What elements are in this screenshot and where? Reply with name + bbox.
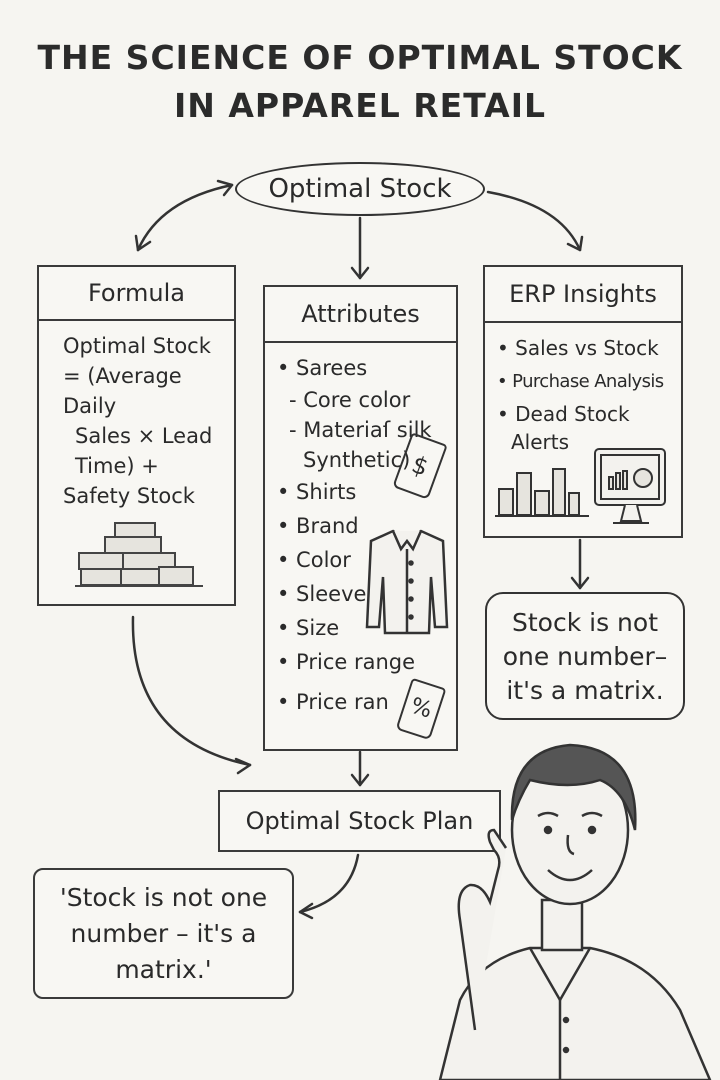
attribute-item: • Color [277, 548, 351, 572]
arrow-formula-to-plan [131, 615, 252, 767]
arrowhead [570, 576, 590, 590]
arrowhead [566, 235, 584, 252]
formula-line: = (Average Daily [63, 364, 182, 418]
attribute-item: • Brand [277, 514, 359, 538]
quote-box: 'Stock is not one number – it's a matrix… [33, 868, 294, 999]
speech-line: it's a matrix. [506, 676, 664, 705]
arrow-to-formula [136, 183, 234, 252]
arrowhead [350, 773, 370, 787]
arrow-plan-to-quote [298, 853, 360, 914]
attribute-item: • Sarees [277, 356, 368, 380]
erp-item: • Dead Stock [497, 402, 630, 426]
attribute-item: • Sleeves [277, 582, 378, 606]
erp-header: ERP Insights [485, 267, 681, 323]
attribute-subitem: Synthetic) [303, 448, 411, 472]
title-line-1: THE SCIENCE OF OPTIMAL STOCK [37, 38, 683, 77]
attribute-item: • Size [277, 616, 340, 640]
formula-box: Formula Optimal Stock = (Average Daily S… [37, 265, 236, 606]
attribute-item: • Price range [277, 650, 416, 674]
arrowhead [298, 902, 314, 920]
erp-item: Alerts [511, 430, 570, 454]
quote-line: 'Stock is not one [59, 883, 268, 912]
arrowhead [216, 179, 234, 197]
speech-line: Stock is not [512, 608, 658, 637]
formula-line: Optimal Stock [63, 334, 211, 358]
arrow-to-erp [486, 190, 582, 252]
pointing-hand [457, 828, 508, 1031]
formula-text: Optimal Stock = (Average Daily Sales × L… [39, 321, 234, 511]
erp-insights-box: ERP Insights • Sales vs Stock • Purchase… [483, 265, 683, 538]
attributes-list: • Sarees - Core color - Materiaſ silk Sy… [265, 343, 456, 719]
attribute-subitem: - Materiaſ silk [289, 418, 432, 442]
formula-line: Time) + [75, 454, 159, 478]
erp-item: • Sales vs Stock [497, 336, 659, 360]
attributes-box: Attributes • Sarees - Core color - Mater… [263, 285, 458, 751]
erp-list: • Sales vs Stock • Purchase Analysis • D… [485, 323, 681, 455]
person-pointing-illustration [438, 743, 712, 1080]
optimal-stock-plan-node: Optimal Stock Plan [218, 790, 501, 852]
arrowhead [234, 757, 252, 775]
bar-chart-monitor-icon [495, 448, 666, 524]
formula-header: Formula [39, 267, 234, 321]
optimal-stock-node: Optimal Stock [235, 162, 485, 216]
formula-line: Safety Stock [63, 484, 195, 508]
formula-line: Sales × Lead [75, 424, 213, 448]
attribute-subitem: - Core color [289, 388, 411, 412]
arrowhead [350, 266, 370, 280]
stacked-boxes-icon [75, 522, 203, 587]
title-line-2: IN APPAREL RETAIL [173, 86, 547, 125]
speech-line: one number– [502, 642, 668, 671]
hair [510, 743, 637, 831]
attribute-item: • Price ran [277, 690, 389, 714]
shirt-icon [365, 529, 449, 635]
quote-line: matrix.' [115, 955, 212, 984]
quote-line: number – it's a [70, 919, 257, 948]
speech-bubble: Stock is not one number– it's a matrix. [485, 592, 685, 720]
attribute-item: • Shirts [277, 480, 357, 504]
attributes-header: Attributes [265, 287, 456, 343]
arrowhead [134, 234, 152, 252]
erp-item: • Purchase Analysis [497, 371, 664, 392]
